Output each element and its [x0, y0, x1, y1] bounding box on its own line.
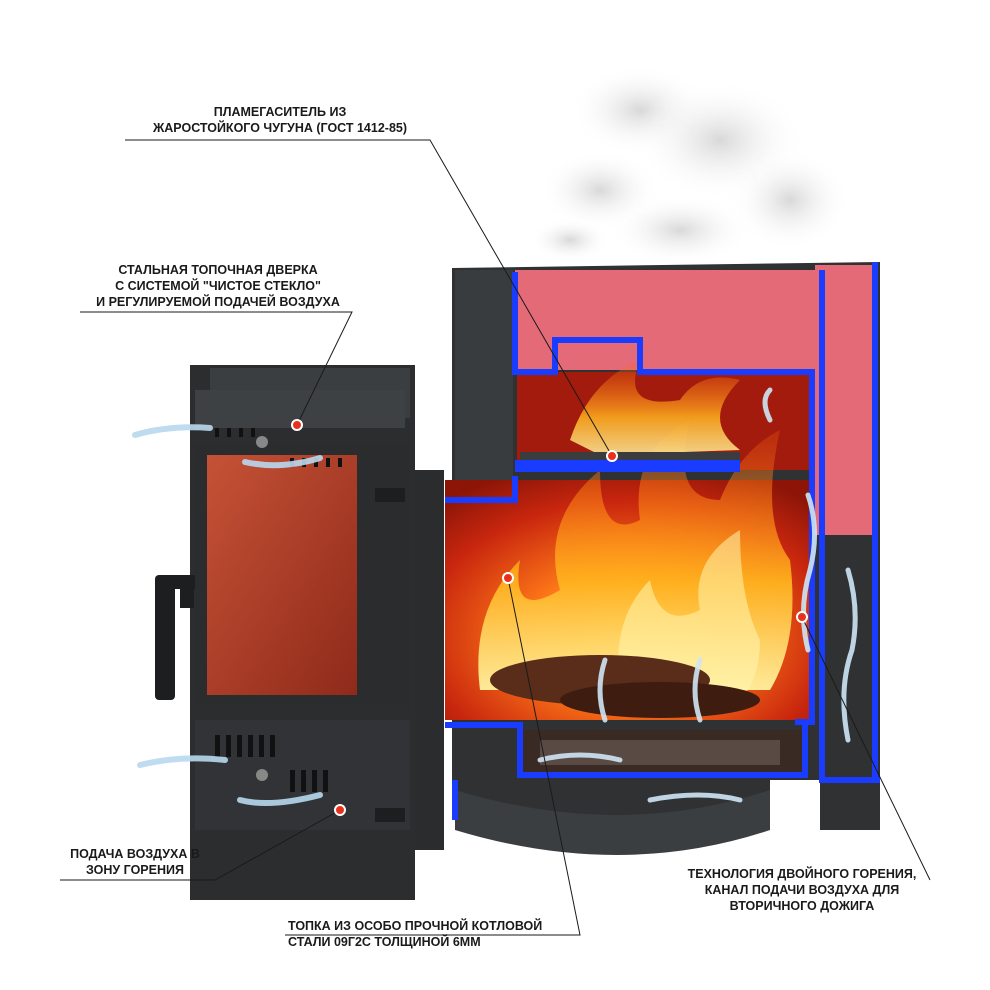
air-supply-marker: [334, 804, 346, 816]
firebox-door: [155, 365, 415, 900]
door-marker: [291, 419, 303, 431]
air-channel-outline: [445, 262, 880, 820]
label-firebox-line2: СТАЛИ 09Г2С ТОЛЩИНОЙ 6мм: [288, 935, 481, 949]
secondary-airflow-arrows: [537, 387, 858, 803]
label-door: СТАЛЬНАЯ ТОПОЧНАЯ ДВЕРКА С СИСТЕМОЙ "ЧИС…: [78, 262, 358, 310]
label-air-supply-line1: ПОДАЧА ВОЗДУХА В: [70, 847, 200, 861]
sauna-stones: [515, 265, 877, 535]
steam-cloud: [530, 65, 850, 265]
flame-arrester-plate: [515, 452, 740, 472]
label-door-line1: СТАЛЬНАЯ ТОПОЧНАЯ ДВЕРКА: [118, 263, 318, 277]
label-door-line3: И РЕГУЛИРУЕМОЙ ПОДАЧЕЙ ВОЗДУХА: [96, 295, 340, 309]
label-door-line2: С СИСТЕМОЙ "ЧИСТОЕ СТЕКЛО": [115, 279, 321, 293]
label-double-burning-line1: ТЕХНОЛОГИЯ ДВОЙНОГО ГОРЕНИЯ,: [687, 867, 917, 881]
primary-airflow-arrows: [132, 424, 323, 807]
firebox-marker: [502, 572, 514, 584]
leader-lines: [60, 139, 931, 936]
label-air-supply: ПОДАЧА ВОЗДУХА В ЗОНУ ГОРЕНИЯ: [55, 846, 215, 878]
callout-markers: [291, 419, 808, 816]
label-firebox-line1: ТОПКА ИЗ ОСОБО ПРОЧНОЙ КОТЛОВОЙ: [288, 919, 543, 933]
label-double-burning: ТЕХНОЛОГИЯ ДВОЙНОГО ГОРЕНИЯ, КАНАЛ ПОДАЧ…: [672, 866, 932, 914]
label-double-burning-line3: ВТОРИЧНОГО ДОЖИГА: [729, 899, 875, 913]
label-air-supply-line2: ЗОНУ ГОРЕНИЯ: [86, 863, 184, 877]
label-firebox: ТОПКА ИЗ ОСОБО ПРОЧНОЙ КОТЛОВОЙ СТАЛИ 09…: [288, 918, 578, 950]
label-double-burning-line2: КАНАЛ ПОДАЧИ ВОЗДУХА ДЛЯ: [704, 883, 900, 897]
double-burning-marker: [796, 611, 808, 623]
label-flame-arrester-line1: ПЛАМЕГАСИТЕЛЬ ИЗ: [213, 105, 347, 119]
flames: [478, 360, 793, 718]
label-flame-arrester: ПЛАМЕГАСИТЕЛЬ ИЗ ЖАРОСТОЙКОГО ЧУГУНА (ГО…: [125, 104, 435, 136]
flame-arrester-marker: [606, 450, 618, 462]
label-flame-arrester-line2: ЖАРОСТОЙКОГО ЧУГУНА (ГОСТ 1412-85): [152, 121, 408, 135]
